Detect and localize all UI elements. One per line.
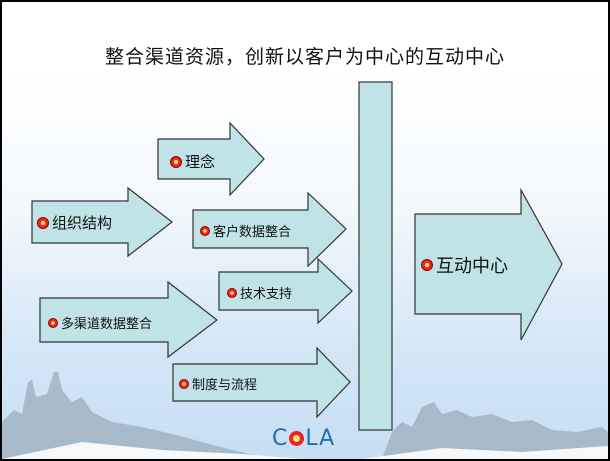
label-multichannel: 多渠道数据整合 — [48, 313, 152, 332]
label-process: 制度与流程 — [179, 374, 257, 393]
slide-title: 整合渠道资源，创新以客户为中心的互动中心 — [104, 46, 505, 68]
label-tech: 技术支持 — [227, 283, 292, 302]
logo-circle-icon — [289, 431, 305, 446]
bullet-icon — [170, 155, 182, 168]
bullet-icon — [227, 287, 237, 298]
bullet-icon — [48, 317, 58, 328]
bullet-icon — [179, 378, 189, 389]
cola-logo: C LA — [272, 426, 336, 451]
label-concept: 理念 — [170, 151, 215, 172]
label-org: 组织结构 — [37, 212, 112, 233]
arrow-output — [414, 187, 563, 341]
bullet-icon — [37, 216, 49, 229]
arrow-process — [172, 346, 351, 419]
arrow-concept — [157, 121, 265, 197]
arrow-org — [31, 186, 173, 258]
bullet-icon — [421, 259, 433, 271]
arrow-tech — [218, 257, 353, 325]
bullet-icon — [200, 225, 210, 236]
label-output: 互动中心 — [421, 252, 508, 278]
arrow-multichannel — [39, 280, 218, 359]
label-customer-data: 客户数据整合 — [200, 221, 291, 240]
central-bar — [358, 81, 393, 431]
arrow-customer-data — [192, 191, 347, 268]
